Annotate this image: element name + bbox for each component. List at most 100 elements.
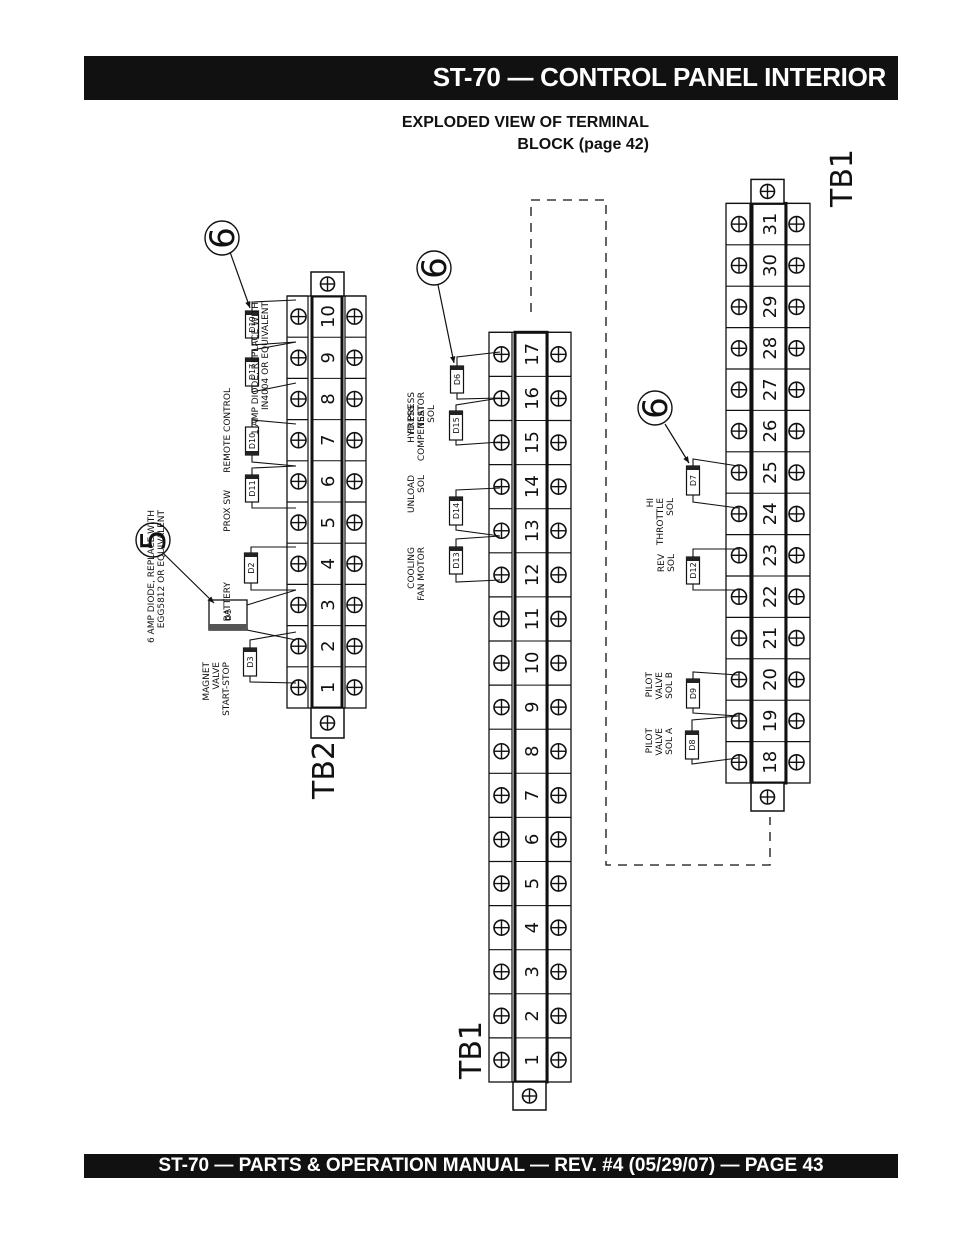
terminal-screw [290,637,307,655]
terminal-number: 7 [522,790,543,801]
tb1-upper-block-terminal: 19 [726,699,810,732]
terminal-number: 4 [318,558,339,569]
terminal-number: 1 [318,682,339,693]
terminal-screw [730,339,748,357]
callout-6-tb2: 6 [203,220,243,256]
callout-6-tb1-lower-circle [416,250,452,286]
label-prox-sw-line: PROX SW [223,490,233,532]
terminal-screw [730,588,748,606]
callout-6-tb1-lower: 6 [415,250,455,286]
terminal-screw [730,298,748,316]
callout-6-tb1-lower-arrow [437,284,456,364]
label-press-test-sol-line: SOL [427,405,437,423]
terminal-screw [550,875,567,892]
label-magnet-valve-line: START-STOP [222,661,232,715]
diode-d1-band [209,624,247,630]
label-unload-sol-line: SOL [417,475,427,493]
terminal-number: 30 [760,254,781,277]
page-title: ST-70 — CONTROL PANEL INTERIOR [432,62,887,92]
terminal-number: 20 [760,668,781,691]
terminal-screw [290,679,307,696]
wire [251,382,297,393]
tb1-upper-block-terminal: 30 [726,244,810,277]
terminal-screw [788,546,805,564]
terminal-number: 19 [760,709,781,732]
wire [251,455,297,467]
diode-d15: D15 [448,410,464,441]
label-magnet-valve-line: VALVE [212,662,222,690]
terminal-screw [550,919,567,936]
terminal-screw [290,431,307,449]
tb1-upper-block-terminal: 28 [726,327,810,360]
label-rev-sol-line: SOL [667,554,677,572]
label-pilot-valve-b-line: VALVE [655,672,665,700]
diode-d11: D11 [244,474,260,503]
wire [249,631,297,648]
terminal-number: 14 [522,475,543,498]
terminal-screw [730,546,748,564]
diode-d12-band [686,557,700,561]
tb2-block-terminal: 2 [287,624,366,655]
tb1-upper-block-terminal: 29 [726,285,810,318]
tb1-lower-block-terminal: 7 [489,772,571,804]
diode-d6-label: D6 [453,374,462,385]
terminal-number: 10 [522,652,543,675]
terminal-number: 12 [522,563,543,586]
terminal-number: 15 [522,431,543,454]
terminal-number: 9 [522,701,543,712]
terminal-screw [550,963,567,981]
label-cooling-fan-motor-line: FAN MOTOR [417,547,427,601]
callout-6-note-line-1: 1 AMP DIODE, REPLACE WITH [251,302,261,435]
terminal-number: 7 [318,434,339,445]
terminal-screw [346,596,363,614]
wire [455,397,501,411]
callout-6-note-line-2: IN4004 OR EQUIVALENT [261,301,271,410]
wire [249,676,297,684]
terminal-screw [788,464,805,481]
callout-5: 5 [134,522,174,558]
tb1-lower-block-terminal: 2 [489,993,571,1025]
terminal-blocks: 12345678910TB21234567891011121314151617T… [286,149,860,1111]
tb1-lower-block-terminal: 10 [489,640,571,675]
wire [250,583,296,591]
diode-d6-band [450,366,464,370]
diode-d3-label: D3 [246,656,255,667]
label-hi-throttle-sol-line: SOL [666,498,676,516]
terminal-screw [550,478,567,495]
label-battery-line: BATTERY [223,582,233,622]
wire [455,440,501,446]
terminal-screw [346,431,363,449]
tb1-lower-block-terminal: 15 [489,419,571,454]
terminal-screw [346,637,363,655]
diode-d9: D9 [685,678,701,709]
tb1-lower-block-terminal: 17 [489,331,571,366]
terminal-screw [550,610,567,628]
terminal-screw [788,753,805,771]
terminal-number: 2 [522,1010,543,1021]
tb1-lower-block-terminal: 9 [489,684,571,716]
terminal-number: 21 [760,627,781,650]
terminal-screw [550,1051,567,1069]
label-pilot-valve-a-line: VALVE [655,728,665,756]
terminal-number: 16 [522,387,543,410]
terminal-screw [493,566,510,584]
tb1-lower-block-terminal: 11 [489,596,571,630]
terminal-screw [346,390,363,408]
tb1-upper-block-terminal: 21 [726,616,810,650]
callout-5-note-line-1: 6 AMP DIODE, REPLACE WITH [147,510,157,643]
terminal-number: 4 [522,922,543,933]
exploded-view-caption: EXPLODED VIEW OF TERMINAL BLOCK (page 42… [402,112,649,156]
terminal-number: 25 [760,461,781,484]
wire [692,495,739,509]
diode-d19-band [245,311,259,315]
terminal-screw [788,381,805,399]
end-cap-screw [319,715,336,731]
label-pilot-valve-a-line: SOL A [665,727,675,755]
terminal-screw [493,875,510,892]
callout-5-number: 5 [134,529,174,551]
